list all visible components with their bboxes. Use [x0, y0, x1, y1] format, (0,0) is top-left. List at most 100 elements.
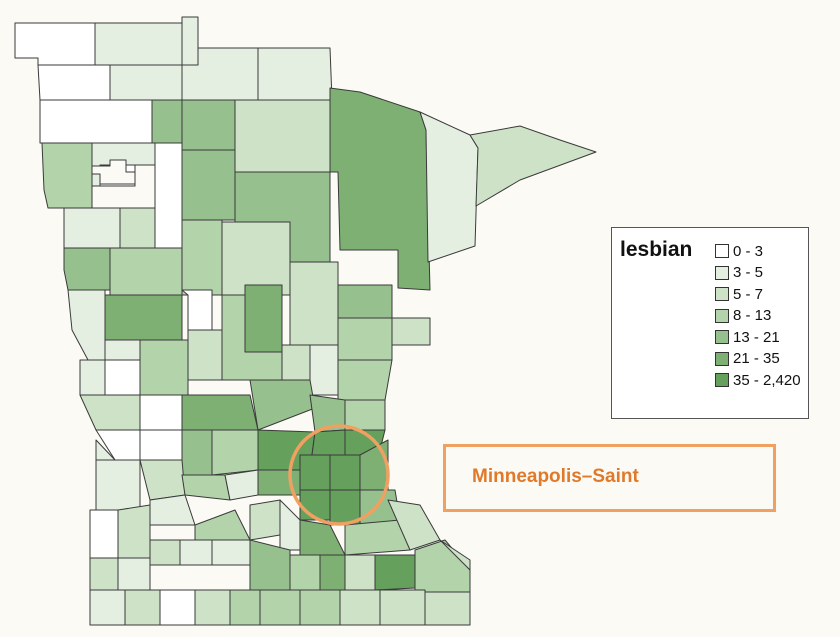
legend-item: 13 - 21 — [715, 327, 780, 347]
county — [414, 539, 471, 593]
county — [119, 207, 156, 249]
county — [339, 589, 381, 626]
county — [337, 359, 393, 401]
county — [391, 317, 431, 346]
county — [309, 344, 339, 396]
legend-swatch — [715, 287, 729, 301]
county — [139, 339, 189, 396]
county — [109, 64, 183, 101]
county — [179, 539, 213, 566]
county — [439, 539, 471, 571]
county — [181, 289, 213, 331]
county — [149, 539, 181, 566]
county — [337, 284, 393, 319]
county — [257, 47, 333, 101]
county — [379, 589, 426, 626]
county — [229, 589, 261, 626]
legend-item: 3 - 5 — [715, 263, 763, 283]
legend-swatch — [715, 308, 729, 323]
county — [224, 469, 259, 501]
legend-item: 21 - 35 — [715, 349, 780, 369]
county — [424, 591, 471, 626]
legend-swatch — [715, 330, 729, 344]
legend-label: 5 - 7 — [733, 285, 764, 303]
county — [151, 99, 183, 144]
county — [181, 219, 223, 296]
county — [299, 454, 331, 491]
county — [89, 509, 119, 559]
county — [289, 261, 339, 346]
county — [37, 64, 111, 101]
county — [117, 504, 151, 559]
callout-label: Minneapolis–Saint — [472, 466, 639, 487]
county — [329, 87, 431, 291]
county — [181, 149, 236, 221]
county — [139, 394, 183, 431]
county — [79, 359, 106, 396]
highlight-circle — [288, 424, 390, 526]
county — [279, 499, 301, 551]
county — [41, 142, 93, 209]
county — [259, 589, 301, 626]
county — [419, 111, 479, 263]
county — [344, 399, 386, 431]
county — [299, 489, 331, 521]
legend-item: 8 - 13 — [715, 306, 771, 326]
county — [211, 429, 259, 476]
county — [89, 557, 119, 591]
map-legend: lesbian 0 - 3 3 - 5 5 - 7 8 - 13 13 - 21 21 -… — [611, 227, 809, 419]
legend-item: 35 - 2,420 — [715, 370, 801, 390]
county — [104, 294, 183, 341]
county — [79, 394, 141, 431]
county — [139, 429, 183, 461]
county — [63, 247, 111, 291]
callout-box: Minneapolis–Saint — [443, 444, 776, 512]
county — [337, 317, 393, 361]
legend-swatch — [715, 265, 729, 280]
county — [329, 454, 361, 491]
legend-title: lesbian — [620, 238, 693, 261]
county — [149, 494, 196, 526]
county — [469, 125, 597, 207]
county — [139, 459, 186, 501]
county — [187, 329, 223, 381]
county — [154, 142, 183, 249]
legend-swatch — [715, 351, 729, 366]
legend-label: 13 - 21 — [733, 328, 780, 346]
county — [124, 589, 161, 626]
legend-swatch — [715, 373, 729, 387]
counties — [14, 16, 597, 626]
legend-label: 21 - 35 — [733, 350, 780, 367]
county — [181, 394, 259, 431]
legend-label: 0 - 3 — [733, 242, 764, 260]
county — [14, 22, 96, 66]
county — [104, 339, 141, 361]
county — [104, 359, 141, 396]
county — [234, 99, 331, 173]
county — [109, 247, 183, 296]
legend-label: 3 - 5 — [733, 264, 764, 281]
county — [89, 589, 126, 626]
county — [211, 539, 251, 566]
legend-item: 0 - 3 — [715, 241, 763, 261]
county — [159, 589, 196, 626]
county — [319, 554, 346, 591]
county — [289, 554, 321, 591]
county — [249, 379, 316, 431]
county — [181, 99, 236, 151]
county — [39, 99, 153, 144]
county — [194, 509, 251, 541]
county — [194, 589, 231, 626]
legend-item: 5 - 7 — [715, 284, 763, 304]
lake-cutout — [91, 159, 136, 185]
legend-label: 35 - 2,420 — [733, 371, 801, 389]
county — [117, 557, 151, 591]
legend-label: 8 - 13 — [733, 307, 772, 324]
county — [95, 459, 141, 511]
county — [67, 289, 106, 361]
county — [181, 16, 199, 66]
county — [344, 554, 376, 591]
county — [249, 499, 281, 541]
county — [221, 221, 291, 296]
